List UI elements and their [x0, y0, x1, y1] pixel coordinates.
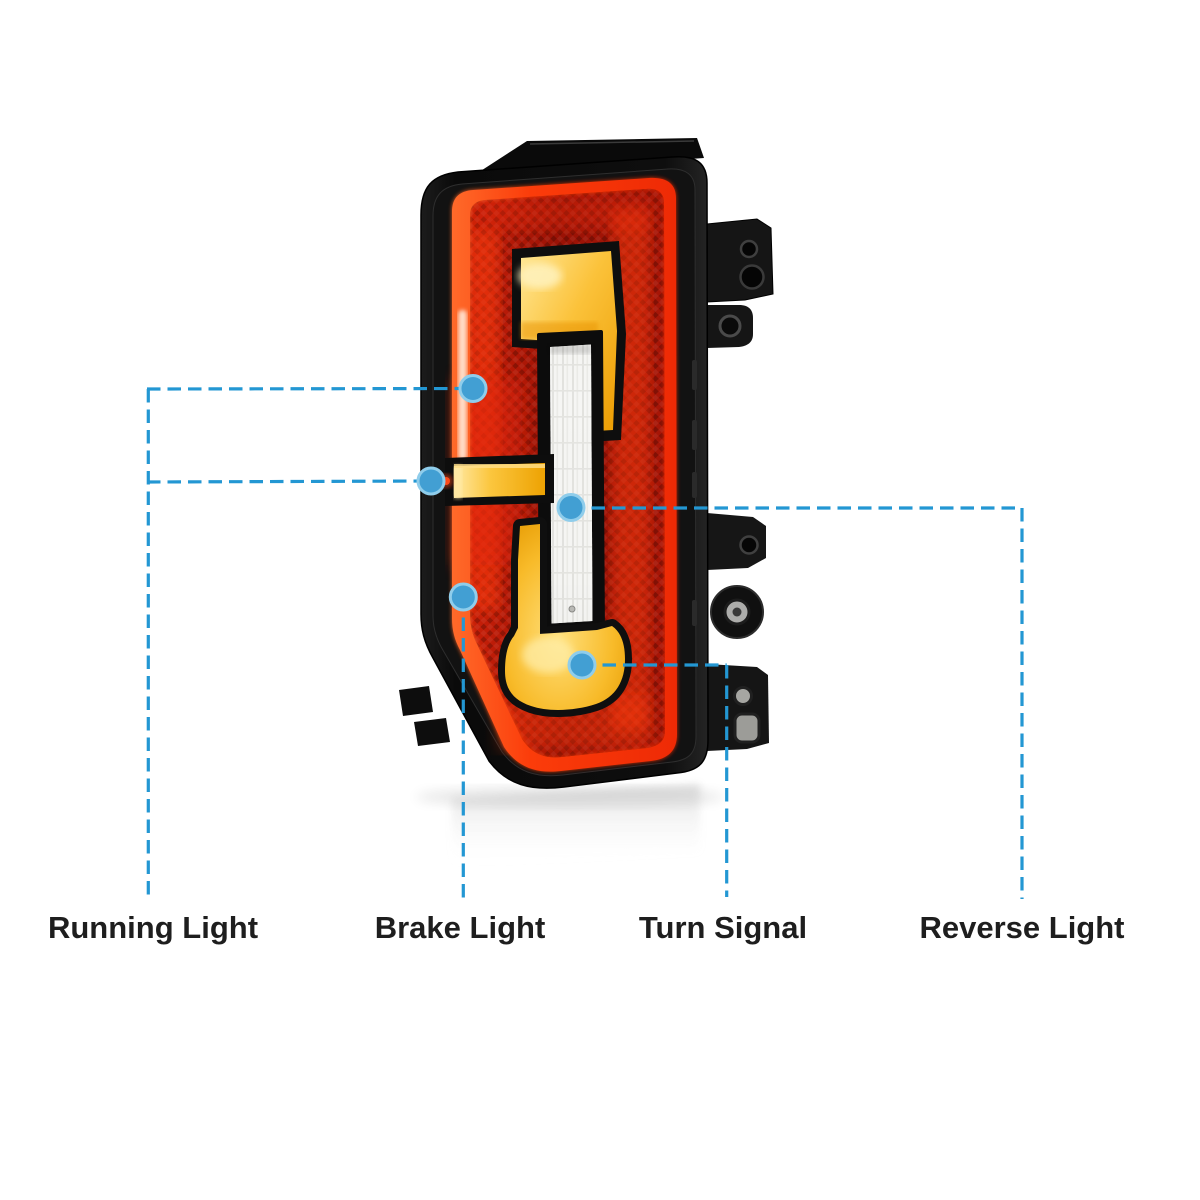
callout-running-light	[146, 386, 474, 898]
label-running-light: Running Light	[47, 910, 259, 945]
bracket-bushing	[710, 585, 764, 639]
bracket-mid-hole	[739, 535, 759, 555]
housing-bottom-tab	[399, 686, 433, 716]
callout-dot-brake-light	[448, 582, 478, 612]
callout-dot-running-light-top	[458, 374, 488, 403]
callout-reverse-light	[571, 506, 1024, 899]
label-brake-light: Brake Light	[374, 910, 546, 945]
turn-signal-amber-bar	[439, 454, 554, 506]
callout-dot-running-light-mid	[416, 466, 446, 496]
bracket-tab-hole	[718, 314, 742, 338]
housing-bottom-tab-2	[414, 718, 450, 746]
callout-dot-turn-signal	[567, 650, 597, 680]
reverse-light-bar	[537, 330, 605, 643]
tail-light-lamp	[399, 138, 774, 789]
mounting-brackets	[706, 218, 774, 751]
bracket-top-hole-large	[739, 264, 765, 290]
callouts	[146, 386, 1024, 899]
housing-top-cover	[476, 138, 704, 174]
bracket-mid	[707, 513, 766, 570]
label-turn-signal: Turn Signal	[638, 910, 808, 945]
label-reverse-light: Reverse Light	[919, 910, 1125, 945]
floor-reflection	[415, 784, 725, 866]
bracket-bottom-hole	[733, 686, 753, 706]
bracket-top-hole-small	[739, 239, 759, 259]
bracket-bottom-slot	[733, 712, 761, 744]
callout-turn-signal	[582, 663, 729, 897]
lens-screw	[568, 605, 576, 613]
callout-dots	[416, 374, 597, 680]
callout-dot-reverse-light	[556, 493, 586, 522]
bracket-top	[706, 218, 774, 303]
